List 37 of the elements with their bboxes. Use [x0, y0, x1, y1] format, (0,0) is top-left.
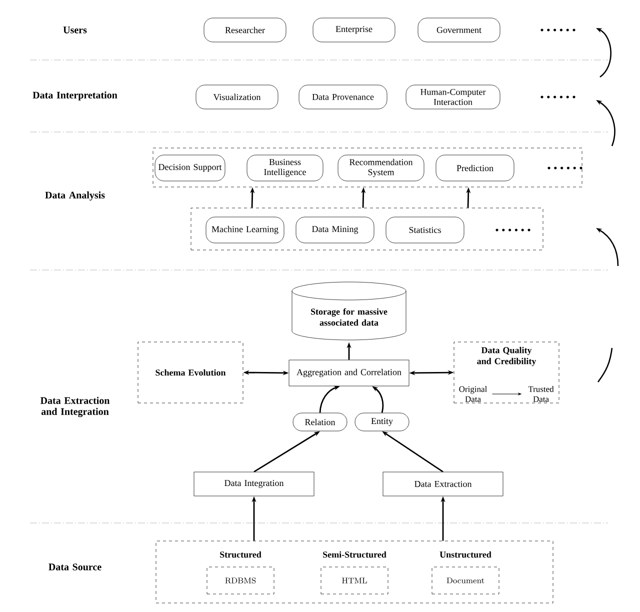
heading: Structured [220, 551, 262, 558]
rounded-box: Visualization [196, 84, 278, 110]
layer-label: Data Interpretation [32, 91, 118, 101]
rounded-box: Enterprise [312, 18, 396, 42]
layer-label: Data Extraction and Integration [40, 396, 110, 418]
node-label: Storage for massive associated data [311, 308, 388, 326]
rounded-box: Government [418, 18, 500, 42]
rounded-box: Human-Computer Interaction [406, 84, 500, 110]
text-label: Trusted Data [528, 386, 554, 402]
process-box: Data Integration [194, 472, 314, 496]
dashed-box: RDBMS [206, 566, 274, 594]
dashed-box: Document [432, 566, 500, 594]
dashed-box: Schema Evolution [138, 342, 244, 404]
heading: Unstructured [440, 551, 492, 558]
dashed-box: HTML [320, 566, 388, 594]
rounded-box: Prediction [436, 154, 514, 182]
rounded-box: Business Intelligence [246, 154, 324, 182]
rounded-box: Researcher [204, 18, 286, 42]
layer-label: Data Analysis [45, 191, 105, 201]
layer-label: Users [63, 26, 87, 34]
layer-label: Data Source [48, 564, 102, 570]
dashed-group-box [152, 148, 582, 188]
rounded-box: Entity [354, 412, 410, 432]
text-label: Original Data [459, 386, 487, 402]
dashed-group-box [190, 208, 544, 250]
rounded-box: Statistics [386, 216, 464, 244]
rounded-box: Relation [292, 412, 348, 432]
rounded-box: Decision Support [154, 154, 226, 182]
process-box: Data Extraction [382, 472, 504, 496]
dashed-group-box [156, 540, 554, 604]
database-cylinder: Storage for massive associated data [292, 282, 406, 340]
heading: Semi-Structured [323, 551, 386, 558]
rounded-box: Machine Learning [206, 216, 284, 244]
rounded-box: Data Provenance [298, 84, 388, 110]
process-box: Aggregation and Correlation [288, 360, 410, 386]
rounded-box: Recommendation System [338, 154, 424, 182]
rounded-box: Data Mining [296, 216, 374, 244]
